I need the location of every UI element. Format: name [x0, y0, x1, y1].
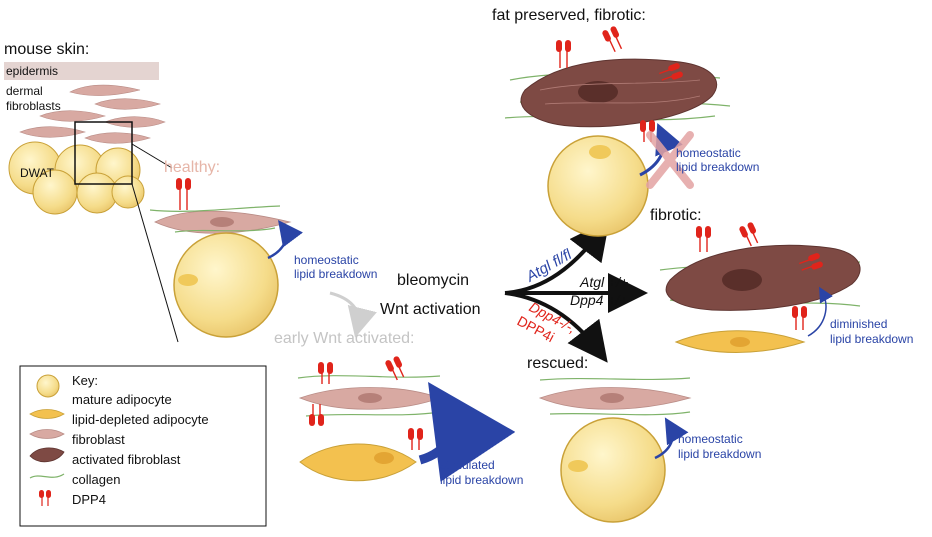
fibrotic-panel: fibrotic: diminished lipid breakdown — [650, 207, 913, 353]
dpp4-icon — [739, 222, 759, 247]
key-item-dpp4: DPP4 — [72, 492, 106, 507]
lipid-breakdown-arrow — [654, 417, 689, 460]
mouse-skin-label: mouse skin: — [4, 41, 89, 58]
wnt-activation-label: Wnt activation — [380, 301, 480, 318]
key-item-activated-fibroblast: activated fibroblast — [72, 452, 181, 467]
collagen-icon — [29, 473, 65, 479]
dpp4-icon — [792, 306, 807, 330]
activated-fibroblast — [665, 244, 861, 311]
fibroblast-nucleus — [210, 217, 234, 227]
dpp4-icon — [799, 253, 823, 271]
healthy-note-1: homeostatic — [294, 253, 359, 267]
mouse-skin-panel: mouse skin: epidermis dermal fibroblasts… — [4, 41, 179, 343]
stress-fibers — [539, 79, 701, 105]
key-item-collagen: collagen — [72, 472, 120, 487]
fat-preserved-label: fat preserved, fibrotic: — [492, 7, 646, 24]
lipid-depleted-adipocyte — [299, 443, 417, 482]
dpp4-icon — [556, 40, 571, 68]
mature-adipocyte — [560, 417, 666, 523]
fibrotic-note-1: diminished — [830, 317, 887, 331]
epidermis-layer — [4, 62, 159, 80]
fibroblast-nucleus — [358, 393, 382, 403]
rescued-note-2: lipid breakdown — [678, 447, 761, 461]
adipocyte-nucleus — [178, 274, 198, 286]
fibroblast-nucleus — [600, 393, 624, 403]
adipocyte-nucleus — [374, 452, 394, 464]
fibrotic-note-2: lipid breakdown — [830, 332, 913, 346]
blocked-x-mark — [646, 131, 694, 189]
key-item-fibroblast: fibroblast — [72, 432, 125, 447]
fatpres-note-2: lipid breakdown — [676, 160, 759, 174]
activated-fibroblast-nucleus — [578, 81, 618, 103]
dpp4-icon — [318, 362, 333, 384]
early-note-2: lipid breakdown — [440, 473, 523, 487]
lipid-breakdown-arrow — [807, 286, 833, 337]
early-wnt-label: early Wnt activated: — [274, 330, 415, 347]
rescued-panel: rescued: homeostatic lipid breakdown — [527, 355, 761, 523]
lipid-breakdown-arrow — [639, 122, 683, 177]
collagen-fibers — [149, 205, 281, 233]
arrow-early-wnt — [329, 291, 377, 338]
early-wnt-panel: early Wnt activated: stimulated lipid br… — [274, 330, 523, 487]
rescued-note-1: homeostatic — [678, 432, 743, 446]
zoom-line-bottom — [131, 183, 179, 343]
dpp4-icon — [602, 26, 623, 53]
dpp4-icon — [696, 226, 711, 252]
dpp4-icon — [385, 356, 405, 381]
key-item-mature-adipocyte: mature adipocyte — [72, 392, 172, 407]
dwat-label: DWAT — [20, 166, 55, 180]
mature-adipocyte-icon — [36, 374, 60, 398]
key-legend: Key: mature adipocyte lipid-depleted adi… — [19, 365, 267, 527]
fibroblast-icon — [29, 429, 65, 439]
lipid-breakdown-arrow — [267, 219, 303, 260]
fibrotic-label: fibrotic: — [650, 207, 702, 224]
healthy-panel: healthy: homeostatic lipid breakdown — [149, 159, 377, 338]
bleomycin-label: bleomycin — [397, 272, 469, 289]
collagen-fibers — [539, 377, 691, 416]
dpp4-pp-label: Dpp4 +/+ — [570, 292, 628, 308]
dpp4-icon — [39, 490, 51, 506]
dermal-label: dermal — [6, 84, 43, 98]
arrow-rescued — [504, 291, 608, 363]
activated-fibroblast-nucleus — [722, 269, 762, 291]
zoom-line-top — [131, 143, 173, 169]
dpp4-icon — [659, 63, 683, 81]
dpp4-icon — [408, 428, 423, 450]
activated-fibroblast — [520, 58, 718, 128]
adipocyte-nucleus — [730, 337, 750, 347]
healthy-note-2: lipid breakdown — [294, 267, 377, 281]
fibroblasts-label: fibroblasts — [6, 99, 61, 113]
lipid-depleted-adipocyte-icon — [29, 409, 65, 419]
dermal-fibroblasts — [19, 84, 166, 144]
dpp4-icon — [309, 404, 324, 426]
zoom-box — [74, 121, 133, 185]
early-note-1: stimulated — [440, 458, 495, 472]
epidermis-label: epidermis — [6, 64, 58, 78]
dwat-adipocytes — [8, 141, 145, 215]
atgl-pp-label: Atgl +/+ — [579, 274, 628, 290]
mature-adipocyte — [173, 232, 279, 338]
adipocyte-nucleus — [589, 145, 611, 159]
adipocyte-nucleus — [568, 460, 588, 472]
key-box — [19, 365, 267, 527]
healthy-label: healthy: — [164, 159, 220, 176]
key-title: Key: — [72, 373, 98, 388]
fat-preserved-panel: fat preserved, fibrotic: homeostatic lip… — [492, 7, 759, 237]
rescued-label: rescued: — [527, 355, 588, 372]
fatpres-note-1: homeostatic — [676, 146, 741, 160]
stimulated-lipid-breakdown-arrow — [418, 382, 516, 482]
activated-fibroblast-icon — [29, 447, 65, 463]
dpp4-icon — [176, 178, 191, 210]
key-item-lipid-depleted-adipocyte: lipid-depleted adipocyte — [72, 412, 209, 427]
